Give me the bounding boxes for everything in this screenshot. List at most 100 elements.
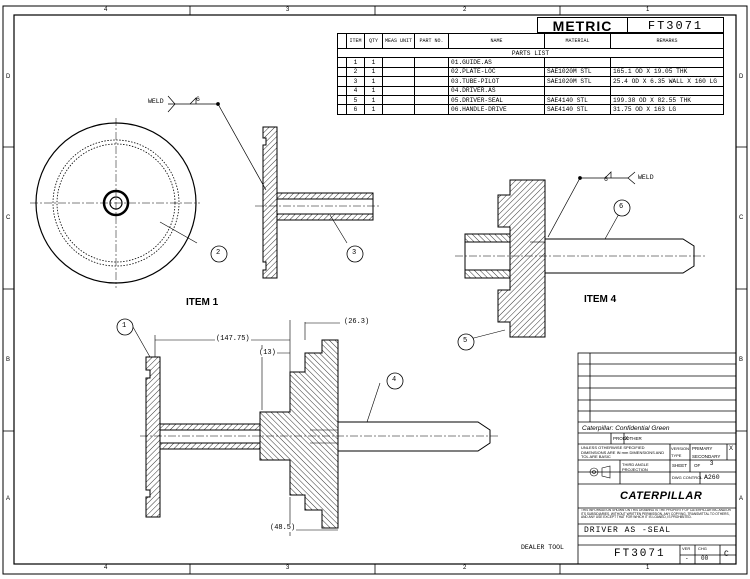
header-item: ITEM [346, 33, 365, 49]
balloon-3-text: 3 [352, 249, 357, 257]
row-item: 2 [346, 66, 365, 78]
zone-top-4: 4 [104, 7, 108, 13]
zone-bottom-4: 4 [104, 565, 108, 571]
item1-front-view [30, 118, 200, 288]
zone-top-2: 2 [463, 7, 467, 13]
table-row: 4 1 04.DRIVER.AS [337, 85, 724, 96]
weld-symbol-2 [547, 171, 636, 238]
ver-label: VER [682, 546, 691, 551]
weld-size-1: 6 [196, 96, 200, 103]
row-material: SAE1020M STL [544, 66, 612, 78]
chg-value: 00 [701, 555, 709, 562]
drawing-number-top: FT3071 [628, 17, 724, 33]
row-item: 4 [346, 85, 365, 96]
row-item: 1 [346, 57, 365, 68]
row-remarks: 165.1 OD X 19.05 THK [610, 66, 724, 78]
parts-list-header-row: ITEM QTY MEAS UNIT PART NO. NAME MATERIA… [337, 33, 724, 49]
prod-mark: X [625, 436, 629, 442]
assembly-section-view [140, 339, 500, 529]
table-row: 3 1 03.TUBE-PILOT SAE1020M STL 25.4 OD X… [337, 76, 724, 87]
balloon-2-text: 2 [216, 249, 221, 257]
secondary-label: SECONDARY [692, 454, 721, 459]
balloon-1 [116, 318, 134, 336]
primary-label: PRIMARY [692, 446, 713, 451]
header-qty: QTY [364, 33, 383, 49]
dim-13: (13) [258, 349, 277, 357]
row-remarks [610, 57, 724, 68]
row-name: 06.HANDLE-DRIVE [448, 104, 546, 115]
parts-list-caption-row: PARTS LIST [337, 47, 724, 59]
zone-bottom-1: 1 [646, 565, 650, 571]
header-meas-unit: MEAS UNIT [381, 33, 416, 49]
caterpillar-logo: CATERPILLAR [620, 490, 703, 502]
sheet-size: C [724, 550, 729, 559]
row-item: 6 [346, 104, 365, 115]
balloon-5-text: 5 [463, 337, 468, 345]
item4-view [455, 179, 705, 338]
row-remarks [610, 85, 724, 96]
type-label: TYPE [671, 453, 682, 458]
table-row: 2 1 02.PLATE-LOC SAE1020M STL 165.1 OD X… [337, 66, 724, 78]
header-material: MATERIAL [544, 33, 612, 49]
drawing-number-bottom: FT3071 [614, 548, 666, 560]
confidential-label: Caterpillar: Confidential Green [582, 425, 670, 432]
row-material: SAE4140 STL [544, 94, 612, 106]
row-remarks: 31.75 OD X 163 LG [610, 104, 724, 115]
row-name: 01.GUIDE.AS [448, 57, 546, 68]
ver-value: - [685, 555, 689, 562]
prod-label: PROD [613, 436, 627, 441]
title-block-grid [577, 352, 737, 565]
dwg-control-label: DWG CONTROL [672, 475, 703, 480]
row-item: 3 [346, 76, 365, 87]
balloon-6-text: 6 [619, 203, 624, 211]
header-part-no: PART NO. [414, 33, 450, 49]
row-material [544, 85, 612, 96]
row-qty: 1 [364, 94, 383, 106]
zone-side-c-right: C [739, 215, 744, 221]
item4-label: ITEM 4 [584, 294, 617, 305]
table-row: 5 1 05.DRIVER-SEAL SAE4140 STL 199.38 OD… [337, 94, 724, 106]
weld-size-2: 6 [604, 176, 608, 183]
row-material [544, 57, 612, 68]
balloon-3 [346, 245, 364, 263]
weld-symbol-1 [167, 95, 267, 191]
balloon-1-text: 1 [122, 322, 127, 330]
zone-side-b-right: B [739, 357, 744, 363]
drawing-title: DRIVER AS -SEAL [584, 526, 672, 535]
item1-label: ITEM 1 [186, 297, 219, 308]
row-material: SAE4140 STL [544, 104, 612, 115]
balloon-2 [210, 245, 228, 263]
other-label: OTHER [626, 436, 642, 441]
row-qty: 1 [364, 66, 383, 78]
unless-note: UNLESS OTHERWISE SPECIFIED DIMENSIONS AR… [581, 445, 665, 460]
row-qty: 1 [364, 104, 383, 115]
zone-side-c: C [6, 215, 11, 221]
item1-side-view [255, 126, 380, 279]
zone-top-3: 3 [286, 7, 290, 13]
zone-bottom-3: 3 [286, 565, 290, 571]
row-name: 04.DRIVER.AS [448, 85, 546, 96]
weld-label-2: WELD [638, 174, 654, 181]
row-name: 02.PLATE-LOC [448, 66, 546, 78]
row-item: 5 [346, 94, 365, 106]
version-label: VERSION [671, 446, 690, 451]
third-angle-symbol [589, 465, 611, 479]
primary-mark: X [729, 446, 734, 452]
row-qty: 1 [364, 85, 383, 96]
row-material: SAE1020M STL [544, 76, 612, 87]
table-row: 1 1 01.GUIDE.AS [337, 57, 724, 68]
header-remarks: REMARKS [610, 33, 724, 49]
header-name: NAME [448, 33, 546, 49]
balloon-4 [386, 372, 404, 390]
dim-147-75: (147.75) [215, 335, 251, 343]
zone-side-b: B [6, 357, 11, 363]
zone-side-d: D [6, 74, 11, 80]
dim-48-5: (48.5) [269, 524, 297, 532]
third-angle-label: THIRD ANGLE PROJECTION [622, 462, 649, 472]
row-remarks: 25.4 OD X 6.35 WALL X 160 LG [610, 76, 724, 87]
zone-side-a: A [6, 496, 11, 502]
sheet-value: 3 [710, 461, 714, 467]
zone-side-d-right: D [739, 74, 744, 80]
header-blank [337, 33, 347, 49]
